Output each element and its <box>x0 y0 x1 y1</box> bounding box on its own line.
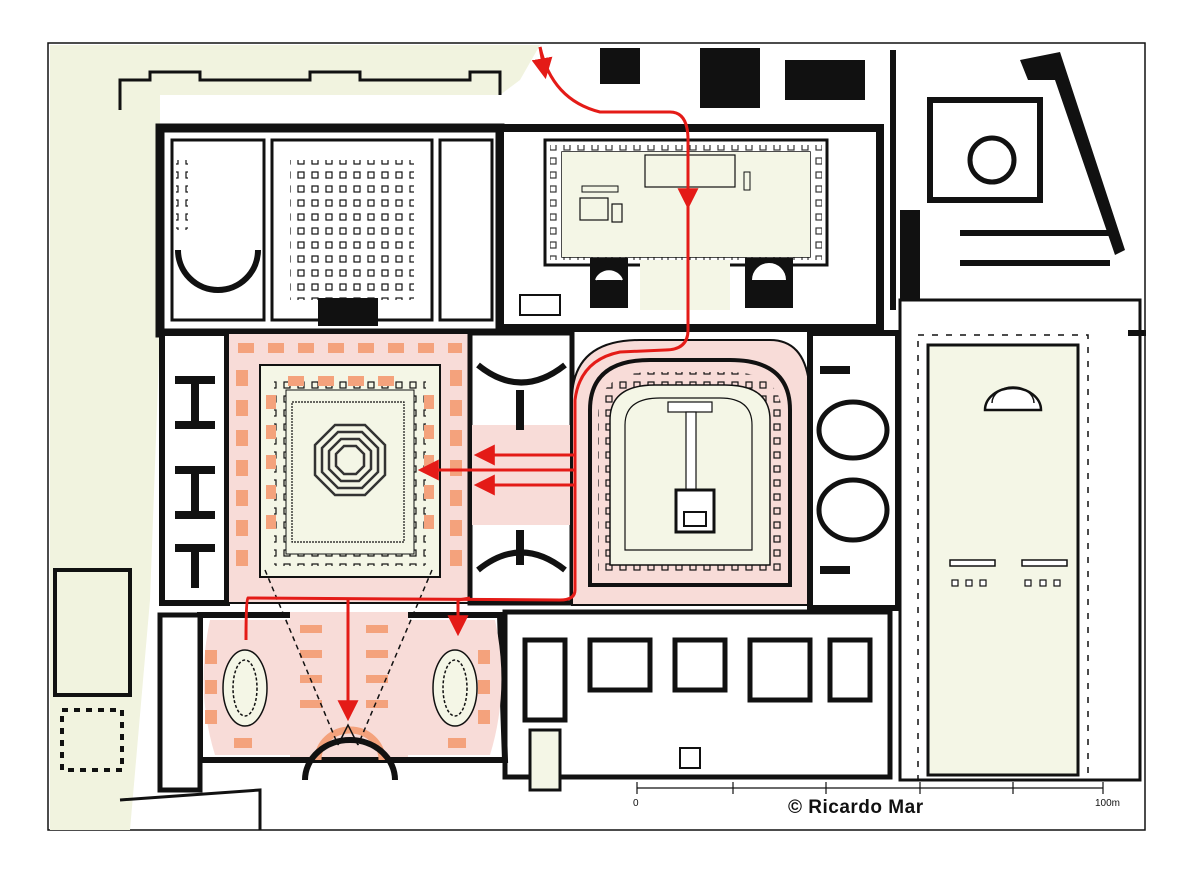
outer-wall-bottom <box>119 788 262 830</box>
credit-text: © Ricardo Mar <box>788 797 924 818</box>
outer-ground-left <box>50 560 130 810</box>
connector-hall <box>467 330 575 606</box>
scale-start-label: 0 <box>633 798 639 809</box>
long-court <box>898 298 1146 782</box>
labyrinth-court <box>227 332 471 604</box>
outer-wall-top <box>118 70 502 110</box>
southeast-rooms <box>502 609 893 792</box>
north-court-block <box>496 124 884 332</box>
scale-bar <box>636 782 1104 794</box>
scale-end-label: 100m <box>1095 798 1121 809</box>
west-wing <box>159 330 230 606</box>
apex-lines <box>337 723 359 746</box>
east-wing <box>807 330 901 611</box>
east-court <box>571 339 811 606</box>
route-path <box>244 46 699 722</box>
south-wing <box>157 612 509 793</box>
maze-icon <box>313 423 387 497</box>
southwest-structure <box>53 568 132 772</box>
northeast-remains <box>600 48 1125 310</box>
northwest-block <box>155 123 505 338</box>
